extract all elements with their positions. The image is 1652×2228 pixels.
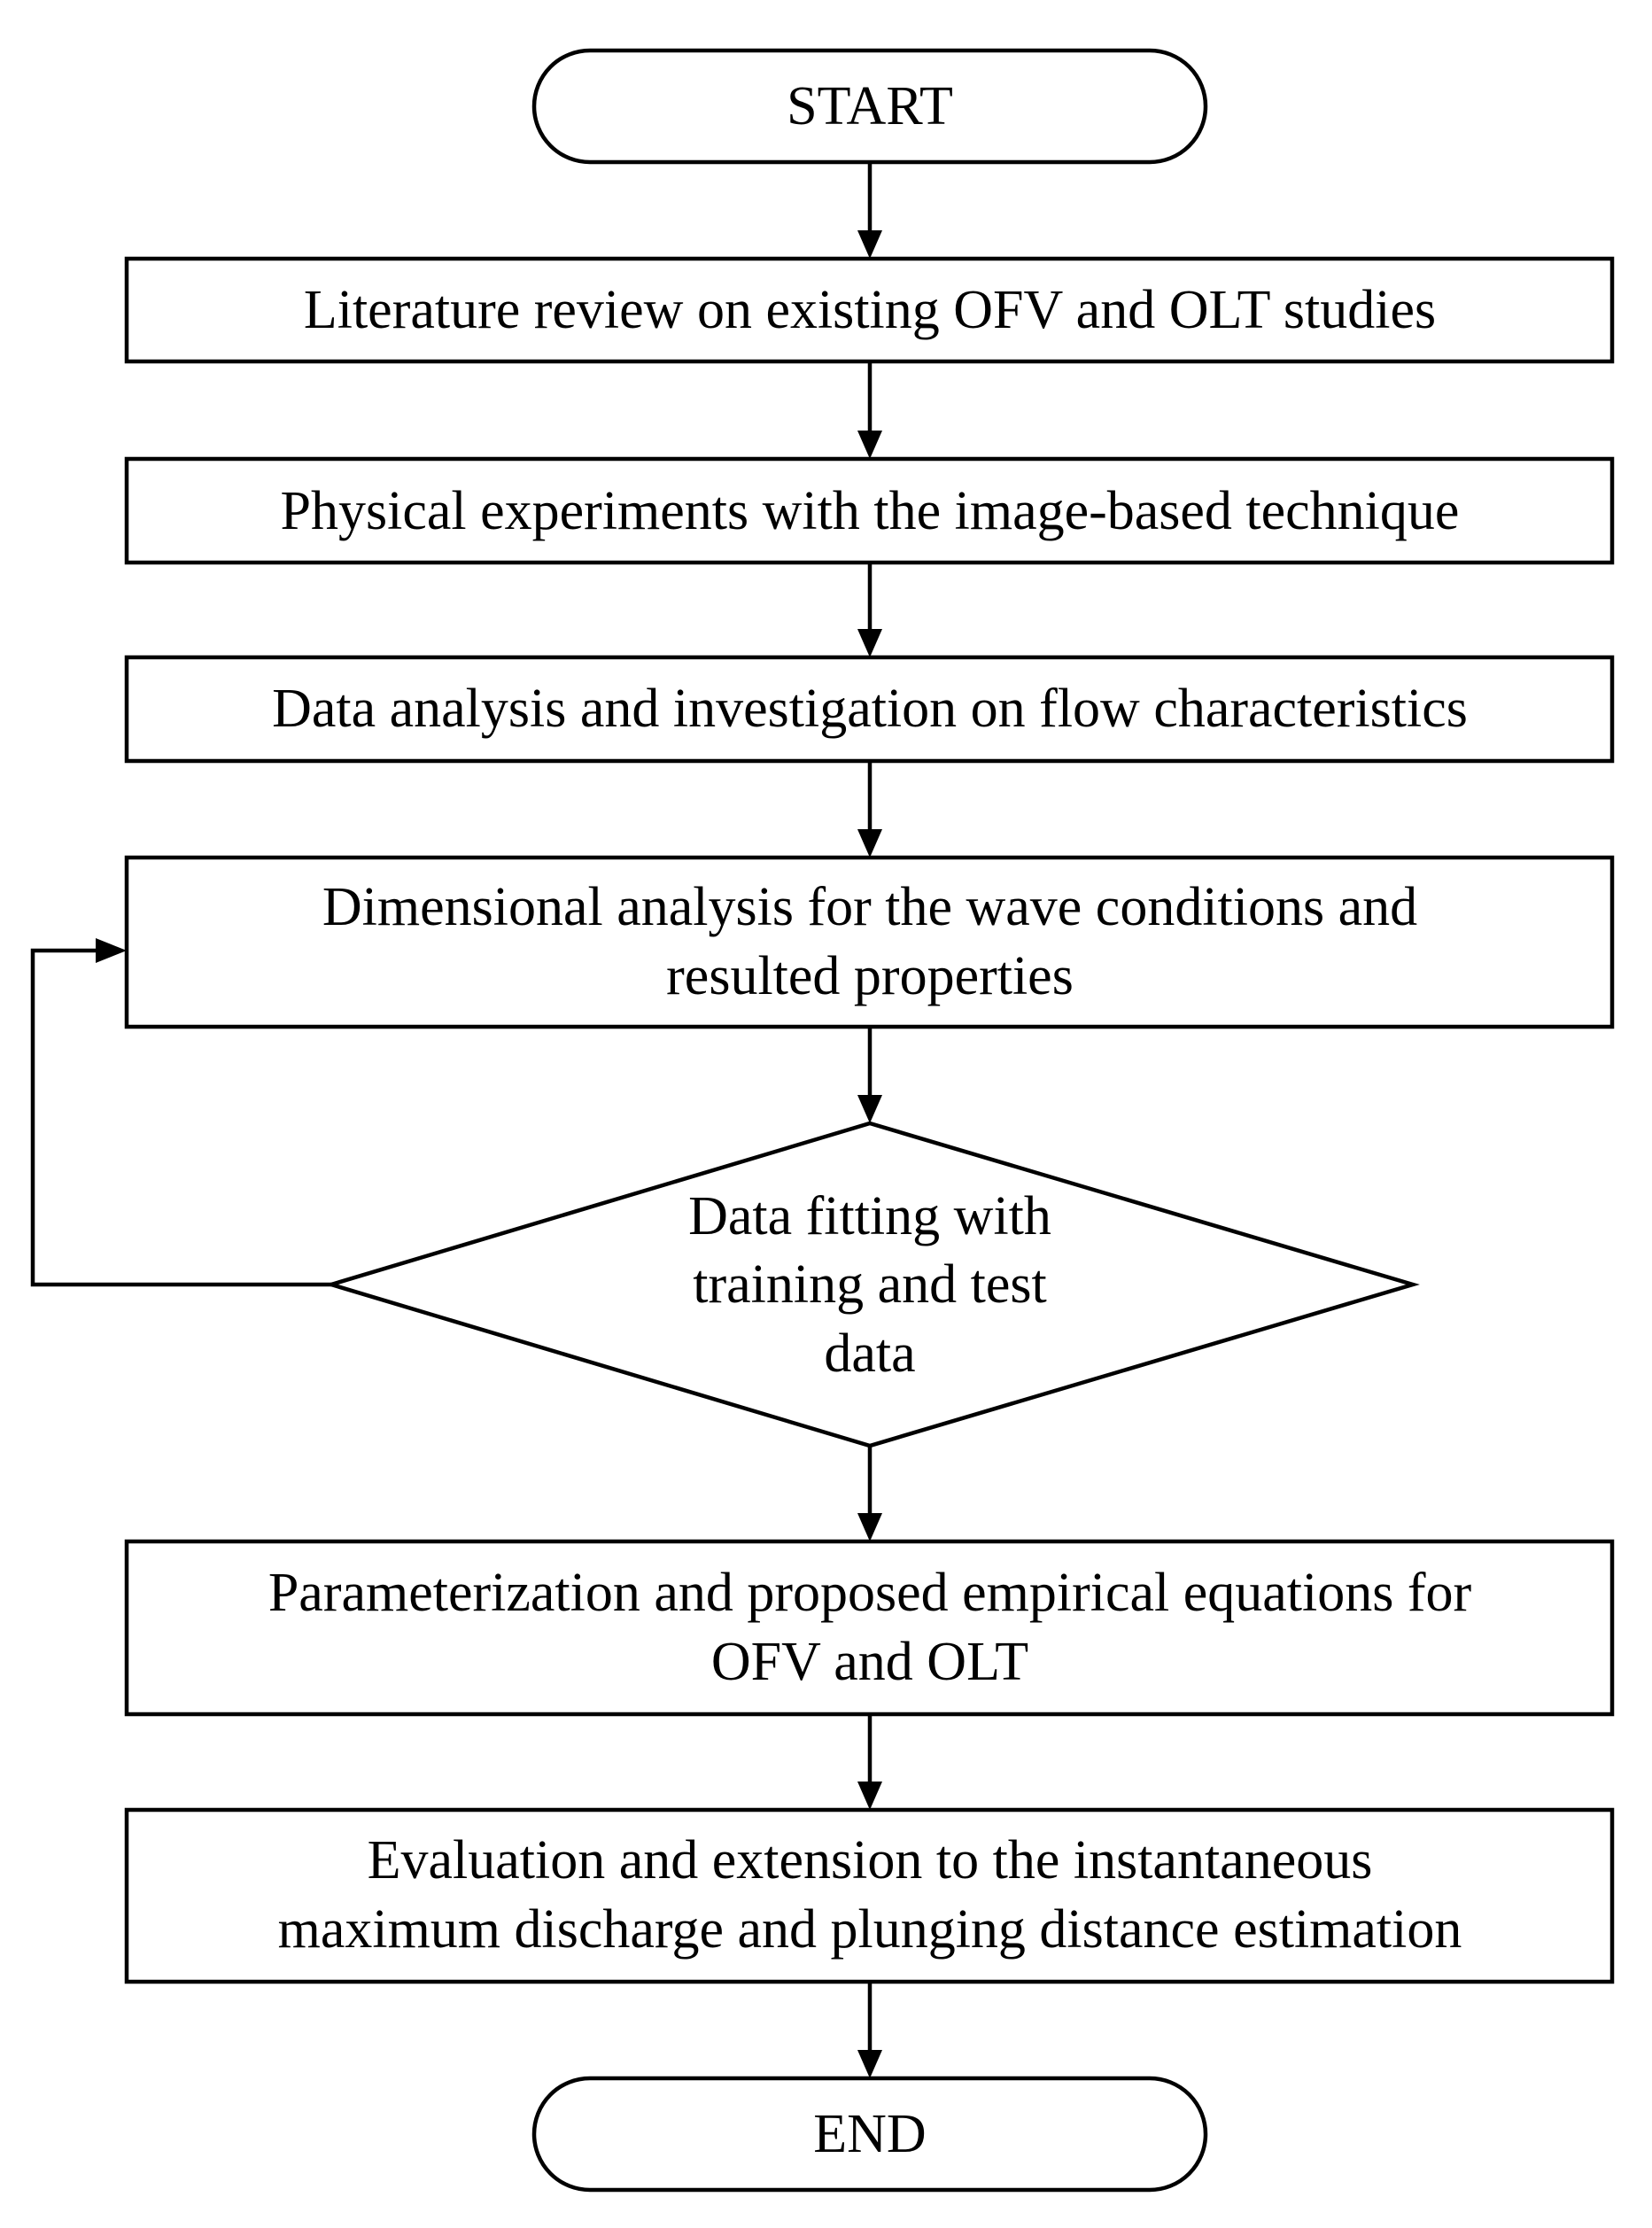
arrowhead-step4 [857,829,882,858]
arrowhead-step2 [857,431,882,459]
step-physical-experiments: Physical experiments with the image-base… [124,456,1615,565]
end-label: END [813,2104,926,2164]
step-evaluation-extension-line-2: maximum discharge and plunging distance … [278,1899,1462,1960]
step-dimensional-analysis: Dimensional analysis for the wave condit… [124,855,1615,1029]
decision-line-3: data [824,1324,915,1384]
connector-decision-loopback [30,948,331,1287]
arrowheads [96,230,882,2078]
start-label: START [787,76,953,136]
step-physical-experiments-label: Physical experiments with the image-base… [281,481,1460,541]
arrowhead-step6 [857,1782,882,1810]
step-evaluation-extension: Evaluation and extension to the instanta… [124,1807,1615,1984]
connectors [30,162,873,2053]
arrowhead-end [857,2050,882,2078]
step-parameterization: Parameterization and proposed empirical … [124,1539,1615,1717]
step-dimensional-analysis-line-2: resulted properties [666,946,1074,1006]
step-parameterization-line-1: Parameterization and proposed empirical … [268,1563,1472,1623]
arrowhead-step3 [857,629,882,657]
start-terminator: START [531,48,1208,165]
arrowhead-step5 [857,1513,882,1541]
end-terminator: END [531,2076,1208,2193]
step-evaluation-extension-line-1: Evaluation and extension to the instanta… [368,1830,1373,1890]
decision-data-fitting: Data fitting with training and test data [324,1121,1420,1448]
step-dimensional-analysis-line-1: Dimensional analysis for the wave condit… [322,877,1417,937]
arrowhead-decision [857,1095,882,1123]
step-data-analysis-label: Data analysis and investigation on flow … [272,679,1468,739]
decision-line-2: training and test [693,1254,1046,1315]
step-data-analysis: Data analysis and investigation on flow … [124,655,1615,764]
step-literature-review-label: Literature review on existing OFV and OL… [304,280,1436,340]
step-parameterization-line-2: OFV and OLT [711,1632,1028,1692]
decision-line-1: Data fitting with [688,1186,1051,1246]
step-literature-review: Literature review on existing OFV and OL… [124,256,1615,364]
arrowhead-loopback [96,938,127,963]
arrowhead-step1 [857,230,882,259]
